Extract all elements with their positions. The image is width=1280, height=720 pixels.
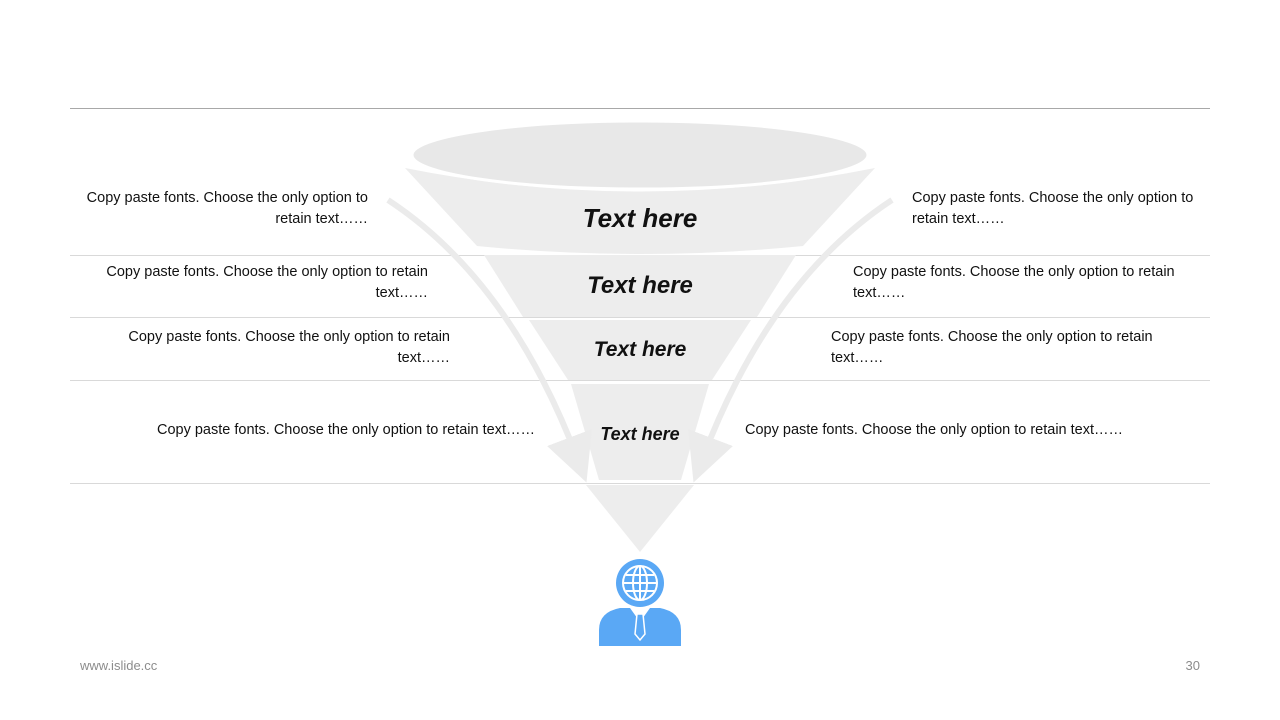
stage-3-label: Text here bbox=[593, 338, 687, 361]
funnel-layer-1 bbox=[405, 168, 875, 254]
left-curved-arrow bbox=[386, 197, 592, 483]
stage-4-label: Text here bbox=[600, 424, 680, 444]
funnel-rim bbox=[410, 119, 870, 191]
stage-2-label: Text here bbox=[587, 272, 693, 299]
funnel-tip bbox=[586, 485, 694, 552]
row-divider-3 bbox=[70, 380, 1210, 381]
page-number: 30 bbox=[1185, 658, 1200, 673]
global-business-person-icon bbox=[599, 559, 681, 646]
top-divider bbox=[70, 108, 1210, 109]
funnel-layer-3 bbox=[529, 320, 751, 380]
stage-4-left-text: Copy paste fonts. Choose the only option… bbox=[156, 422, 535, 438]
footer-website: www.islide.cc bbox=[80, 658, 158, 673]
funnel-layer-4 bbox=[571, 384, 709, 480]
stage-1-right-text: Copy paste fonts. Choose the only option… bbox=[912, 190, 1194, 227]
stage-2-left-text: Copy paste fonts. Choose the only option… bbox=[106, 264, 428, 301]
stage-4-right-text: Copy paste fonts. Choose the only option… bbox=[745, 422, 1124, 438]
right-curved-arrow bbox=[688, 197, 894, 483]
stage-2-right-text: Copy paste fonts. Choose the only option… bbox=[853, 264, 1175, 301]
stage-3-right-text: Copy paste fonts. Choose the only option… bbox=[831, 329, 1153, 366]
row-divider-2 bbox=[70, 317, 1210, 318]
stage-1-label: Text here bbox=[582, 203, 698, 233]
row-divider-4 bbox=[70, 483, 1210, 484]
stage-3-left-text: Copy paste fonts. Choose the only option… bbox=[128, 329, 450, 366]
stage-1-left-text: Copy paste fonts. Choose the only option… bbox=[86, 190, 368, 227]
funnel-layer-2 bbox=[484, 255, 796, 317]
